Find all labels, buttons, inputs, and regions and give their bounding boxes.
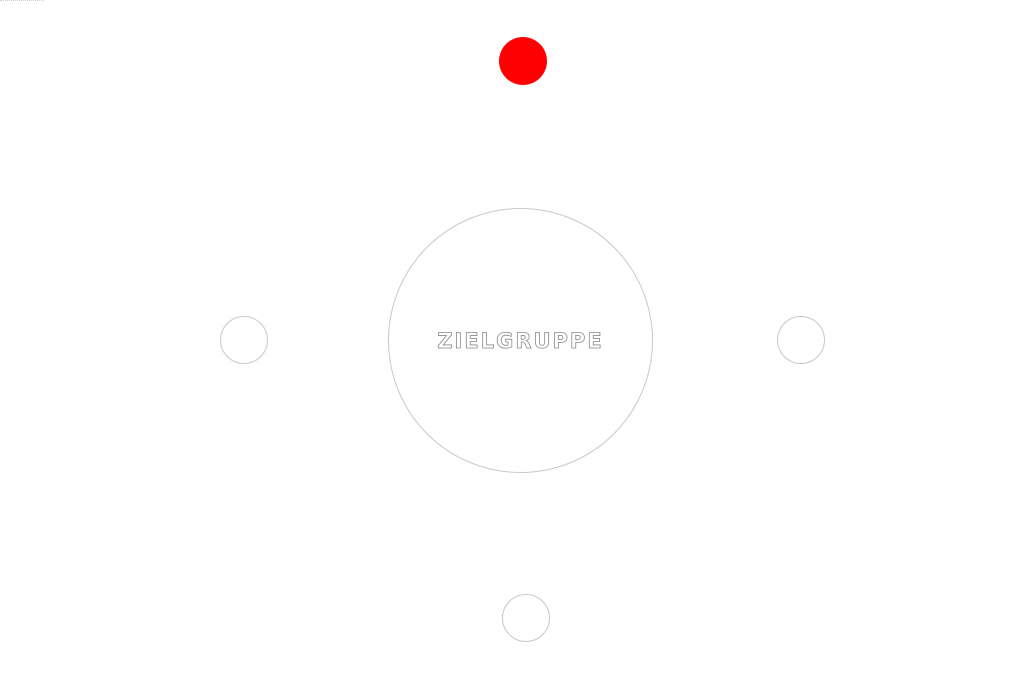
center-label: ZIELGRUPPE <box>437 328 604 353</box>
satellite-bottom[interactable] <box>502 594 550 642</box>
satellite-top[interactable] <box>499 37 547 85</box>
satellite-right[interactable] <box>777 316 825 364</box>
satellite-left[interactable] <box>220 316 268 364</box>
top-faint-mark <box>0 0 44 7</box>
center-circle[interactable]: ZIELGRUPPE <box>388 208 653 473</box>
active-dot-icon <box>499 37 547 85</box>
